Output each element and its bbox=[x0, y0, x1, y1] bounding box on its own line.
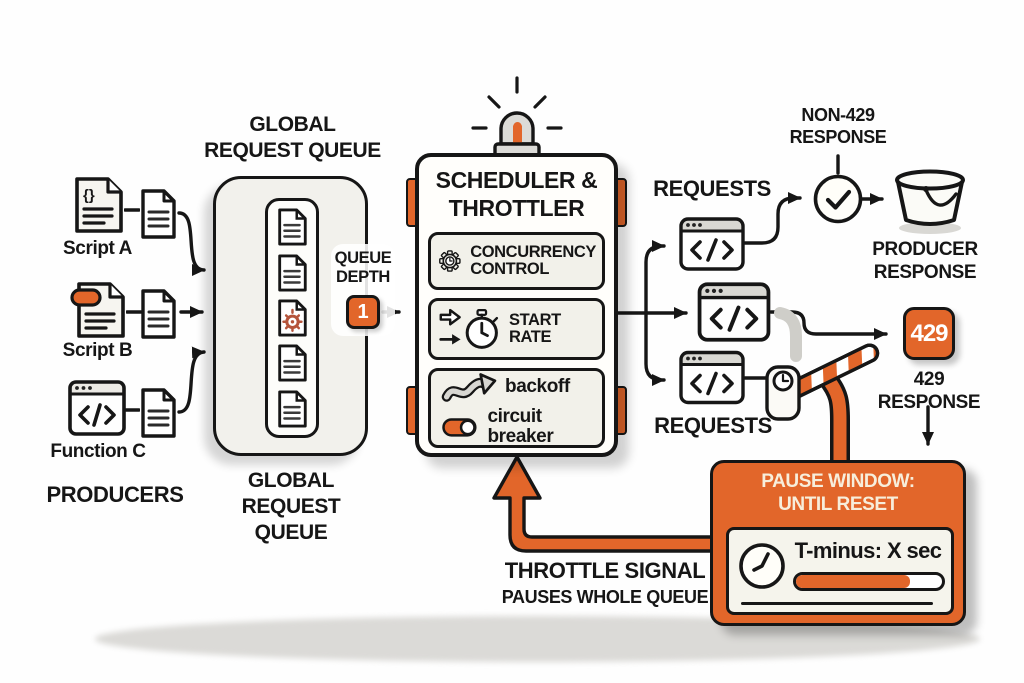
scheduler-title: SCHEDULER & THROTTLER bbox=[423, 166, 610, 222]
title-line: UNTIL RESET bbox=[778, 494, 898, 515]
producer-label-script-b: Script B bbox=[62, 340, 133, 361]
barrier-post-icon bbox=[765, 365, 801, 421]
success-check-icon bbox=[813, 174, 863, 224]
blocked-request-band bbox=[774, 307, 802, 362]
queue-inner-column bbox=[265, 198, 319, 438]
backoff-label: backoff bbox=[505, 375, 570, 397]
throttle-signal-subtitle: PAUSES WHOLE QUEUE bbox=[501, 587, 709, 607]
backoff-row: backoff bbox=[441, 370, 592, 404]
panel-underline bbox=[741, 602, 933, 605]
connector-dash bbox=[124, 208, 140, 212]
siren-rays bbox=[471, 76, 563, 130]
circuit-breaker-toggle-icon bbox=[442, 417, 477, 437]
queued-doc-icon bbox=[278, 344, 307, 382]
requests-bottom-label: REQUESTS bbox=[654, 413, 772, 438]
pause-window-title: PAUSE WINDOW: UNTIL RESET bbox=[713, 470, 963, 516]
queued-doc-gear-icon bbox=[278, 299, 307, 337]
rate-stopwatch-icon bbox=[439, 308, 499, 349]
title-line: THROTTLER bbox=[448, 195, 585, 221]
script-a-icon: {} bbox=[75, 177, 123, 233]
title-line: CONTROL bbox=[470, 260, 549, 278]
pause-pipe bbox=[817, 368, 850, 472]
request-code-window-icon bbox=[697, 282, 771, 342]
title-line: PRODUCER bbox=[872, 239, 978, 260]
queue-top-title: GLOBAL REQUEST QUEUE bbox=[200, 112, 385, 164]
request-doc-icon bbox=[141, 289, 176, 339]
non-429-response-label: NON-429 RESPONSE bbox=[782, 104, 894, 148]
bucket-icon bbox=[895, 169, 965, 234]
queued-doc-icon bbox=[278, 208, 307, 246]
countdown-clock-icon bbox=[739, 543, 785, 589]
pause-window-box: PAUSE WINDOW: UNTIL RESET T-minus: X sec bbox=[710, 460, 966, 626]
function-c-icon bbox=[68, 380, 126, 436]
request-doc-icon bbox=[141, 189, 176, 239]
requests-top-label: REQUESTS bbox=[653, 176, 771, 201]
queue-bottom-label: GLOBAL REQUEST QUEUE bbox=[215, 468, 367, 546]
barrier-boom-icon bbox=[784, 342, 881, 400]
producer-response-label: PRODUCER RESPONSE bbox=[866, 238, 984, 284]
title-line: REQUEST QUEUE bbox=[204, 139, 381, 162]
throttle-signal-arrow bbox=[492, 455, 718, 553]
title-line: RESPONSE bbox=[873, 262, 977, 283]
backoff-arrow-icon bbox=[441, 372, 497, 402]
queued-doc-icon bbox=[278, 254, 307, 292]
circuit-breaker-label: circuit breaker bbox=[487, 405, 554, 447]
title-line: SCHEDULER & bbox=[435, 167, 598, 193]
title-line: RATE bbox=[509, 328, 552, 346]
title-line: REQUEST bbox=[241, 495, 341, 518]
title-line: START bbox=[509, 310, 561, 329]
title-line: RESPONSE bbox=[789, 127, 887, 147]
script-b-icon bbox=[70, 282, 125, 338]
timer-label: T-minus: X sec bbox=[794, 538, 942, 563]
backoff-module: backoff circuit breaker bbox=[428, 368, 605, 448]
circuit-breaker-row: circuit breaker bbox=[441, 405, 592, 447]
queue-depth-value: 1 bbox=[357, 300, 369, 323]
pause-timer-panel: T-minus: X sec bbox=[726, 527, 954, 615]
queue-depth-label: QUEUE DEPTH bbox=[328, 249, 398, 287]
title-line: RESPONSE bbox=[877, 392, 981, 413]
concurrency-label: CONCURRENCY CONTROL bbox=[470, 242, 596, 279]
throttle-signal-title: THROTTLE SIGNAL bbox=[504, 558, 706, 583]
connector-dash bbox=[126, 310, 142, 314]
request-doc-icon bbox=[141, 388, 176, 438]
black-arrows bbox=[177, 154, 934, 446]
queued-doc-icon bbox=[278, 390, 307, 428]
title-line: QUEUE bbox=[334, 249, 392, 267]
title-line: QUEUE bbox=[254, 521, 328, 544]
status-429-badge: 429 bbox=[903, 307, 955, 360]
producer-label-script-a: Script A bbox=[63, 238, 132, 259]
gear-clock-icon bbox=[439, 250, 461, 272]
response-429-label: 429 RESPONSE bbox=[876, 368, 982, 414]
title-line: NON-429 bbox=[801, 105, 875, 125]
title-line: CONCURRENCY bbox=[470, 242, 596, 261]
title-line: GLOBAL bbox=[249, 113, 336, 136]
status-429-value: 429 bbox=[910, 319, 948, 347]
title-line: DEPTH bbox=[336, 268, 390, 286]
pause-progress-fill bbox=[796, 575, 910, 588]
svg-text:{}: {} bbox=[83, 187, 95, 204]
producers-section-label: PRODUCERS bbox=[46, 482, 184, 507]
title-line: 429 bbox=[913, 369, 945, 390]
connector-dash bbox=[124, 408, 140, 412]
request-code-window-icon bbox=[679, 350, 745, 405]
title-line: PAUSE WINDOW: bbox=[761, 471, 915, 492]
title-line: GLOBAL bbox=[247, 469, 335, 492]
start-rate-module: START RATE bbox=[428, 298, 605, 360]
queue-depth-badge: 1 bbox=[346, 295, 380, 329]
producer-label-function-c: Function C bbox=[50, 441, 146, 462]
request-code-window-icon bbox=[679, 217, 745, 271]
concurrency-control-module: CONCURRENCY CONTROL bbox=[428, 232, 605, 290]
start-rate-label: START RATE bbox=[509, 310, 561, 347]
pause-progress-track bbox=[793, 572, 945, 591]
